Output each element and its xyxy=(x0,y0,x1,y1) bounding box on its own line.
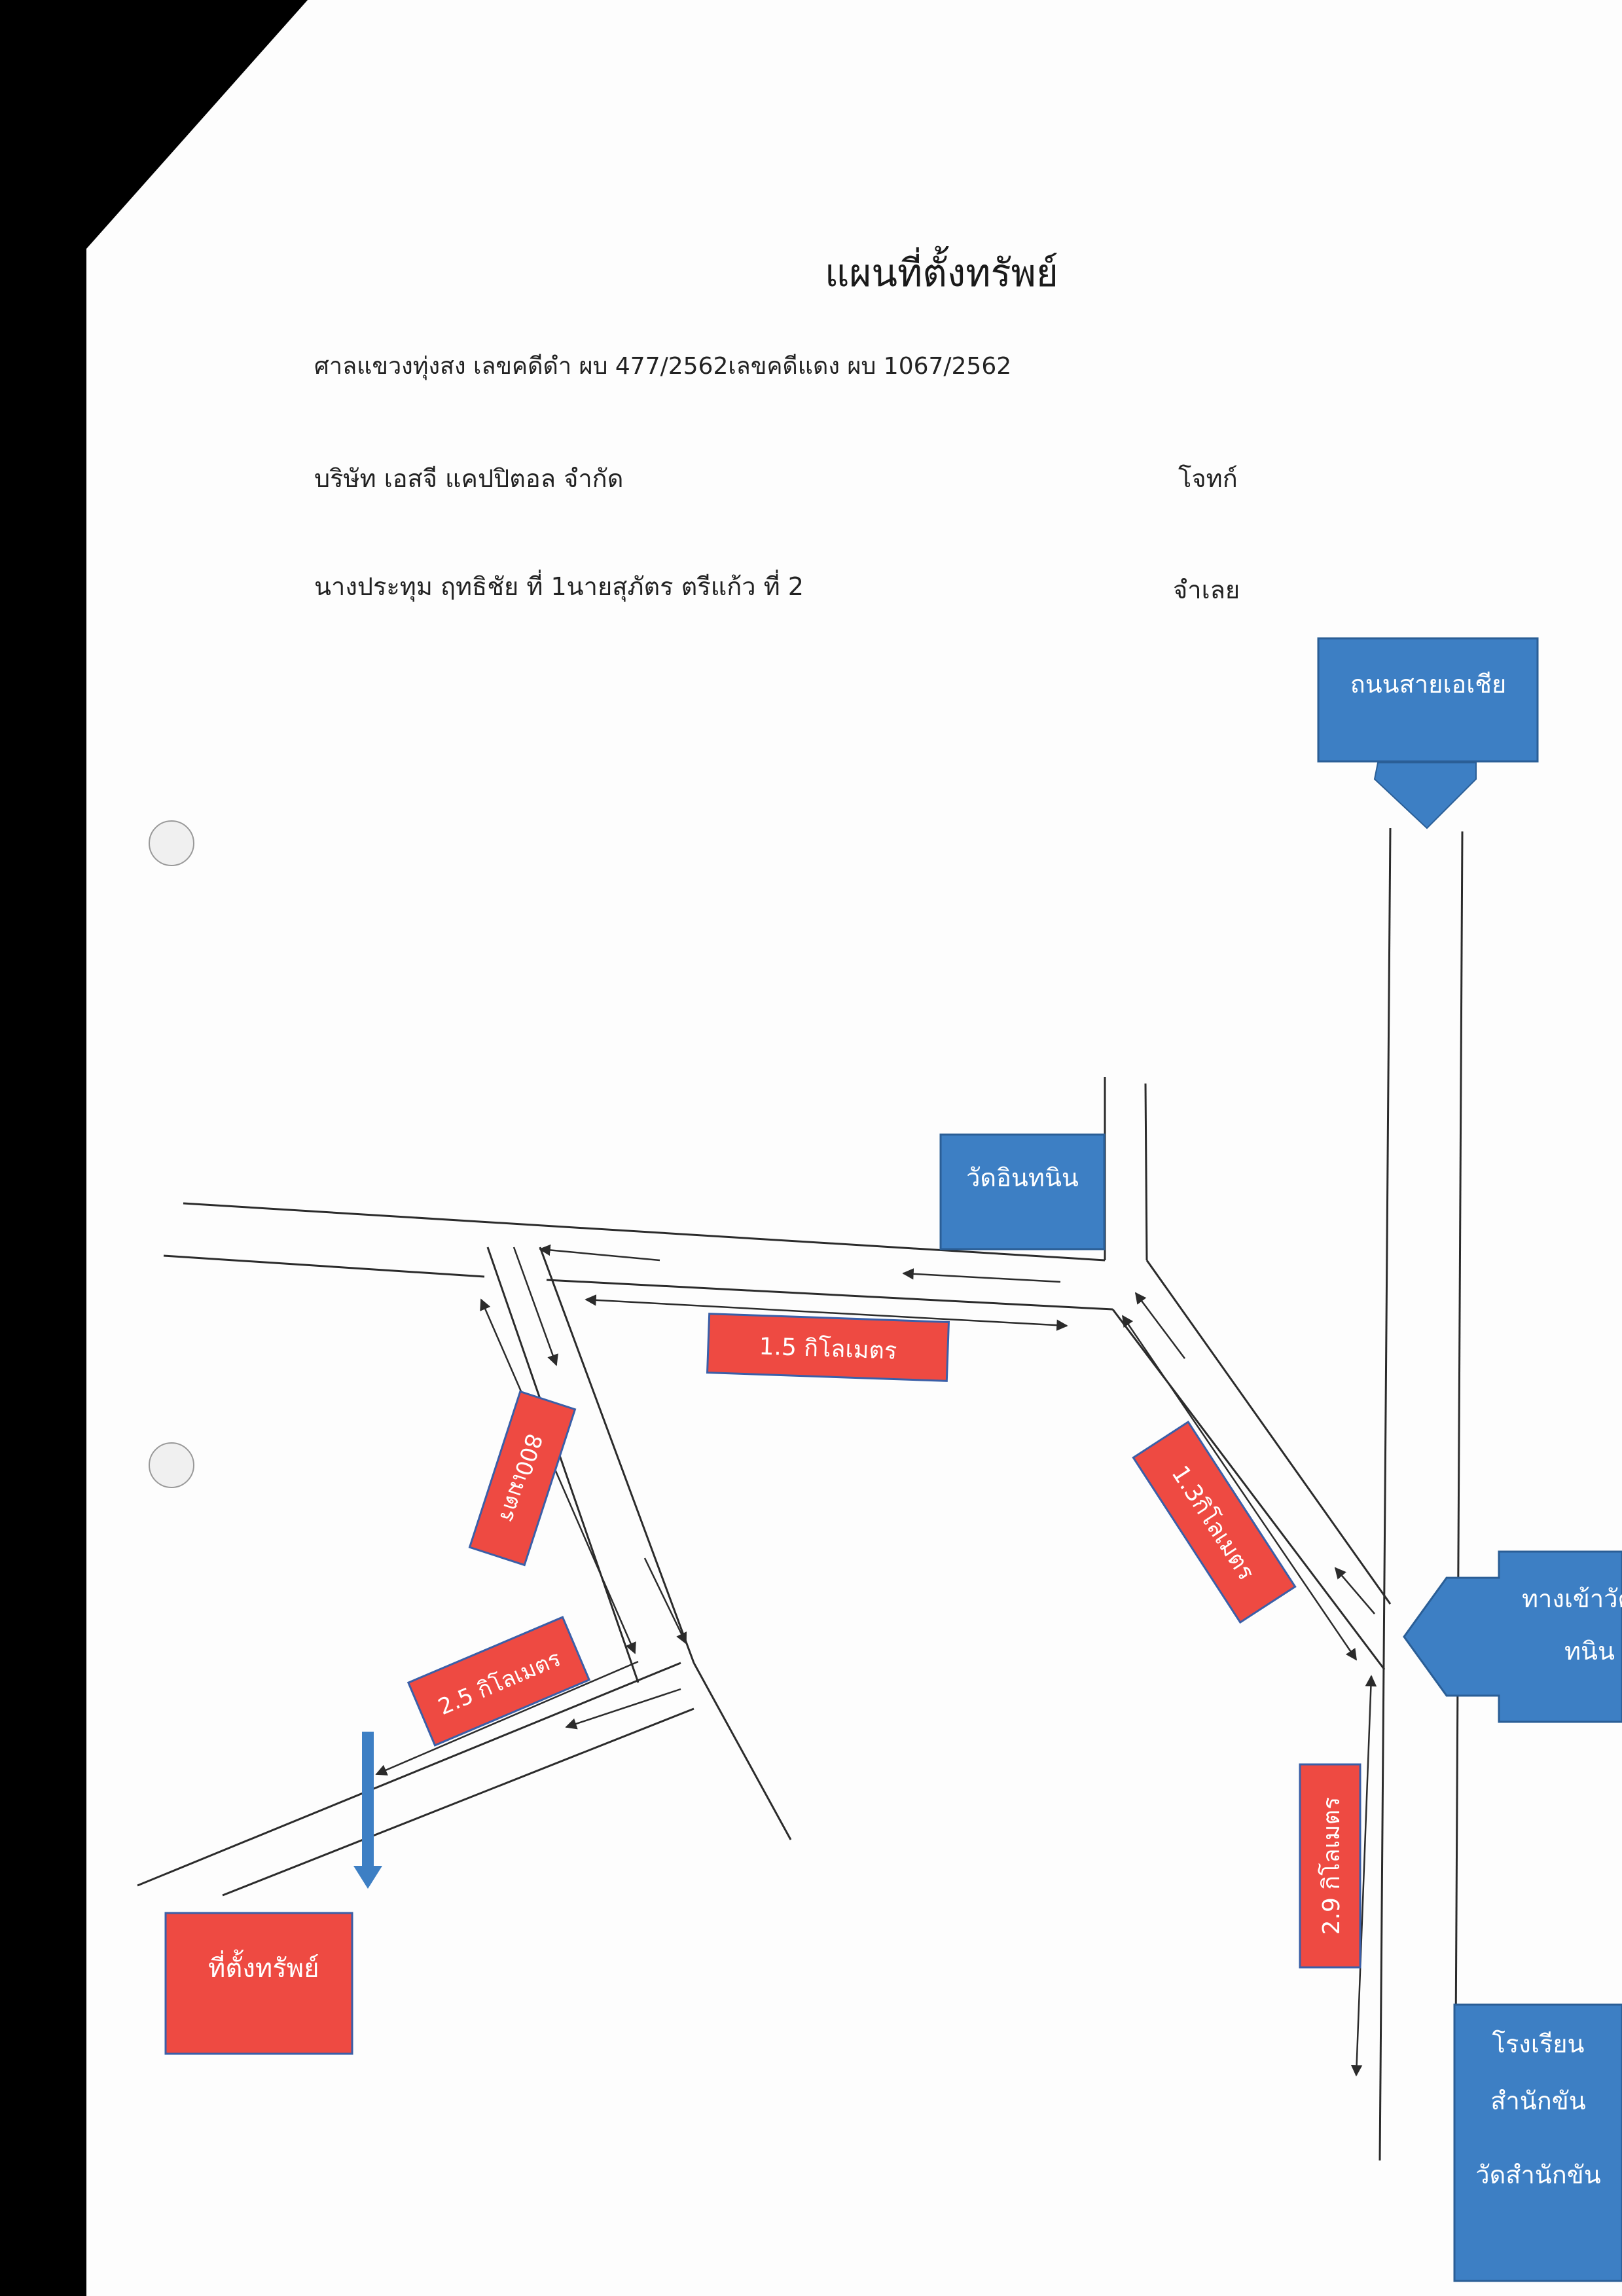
direction-arrows xyxy=(375,1244,1377,2077)
entrance-marker: ทางเข้าวัด ทนิน xyxy=(1403,1550,1622,1723)
distance-label-800m: 800เมตร xyxy=(468,1390,577,1567)
plaintiff-name: บริษัท เอสจี แคปปิตอล จำกัด xyxy=(314,464,624,493)
property-road-upper xyxy=(137,1662,681,1887)
wat-in-thanin-label: วัดอินทนิน xyxy=(966,1163,1079,1192)
school-label-line1: โรงเรียน xyxy=(1492,2030,1584,2058)
court-case-line: ศาลแขวงทุ่งสง เลขคดีดำ ผบ 477/2562เลขคดี… xyxy=(314,353,1012,380)
defendant-names: นางประทุม ฤทธิชัย ที่ 1นายสุภัตร ตรีแก้ว… xyxy=(314,572,804,601)
page-title: แผนที่ตั้งทรัพย์ xyxy=(825,251,1058,295)
entrance-label-line2: ทนิน xyxy=(1564,1637,1615,1666)
arrow-distance-2-5km xyxy=(375,1660,639,1776)
arrow-diagonal-top xyxy=(1134,1292,1185,1359)
property-location-marker: ที่ตั้งทรัพย์ xyxy=(164,1912,353,2055)
lower-road-east xyxy=(693,1662,792,1840)
distance-text-2-9km: 2.9 กิโลเมตร xyxy=(1318,1797,1345,1935)
property-road-lower xyxy=(222,1707,694,1897)
main-road-top-edge xyxy=(183,1202,1106,1262)
plaintiff-role: โจทก์ xyxy=(1178,464,1238,493)
arrow-west-top xyxy=(539,1244,660,1262)
arrow-distance-1-3km xyxy=(1121,1315,1358,1661)
defendant-role: จำเลย xyxy=(1173,575,1240,604)
entrance-label-line1: ทางเข้าวัด xyxy=(1522,1584,1622,1613)
arrow-lower-road-west xyxy=(565,1688,681,1730)
distance-label-2-5km: 2.5 กิโลเมตร xyxy=(406,1616,591,1747)
distance-label-1-5km: 1.5 กิโลเมตร xyxy=(706,1313,950,1382)
left-road-east-edge xyxy=(539,1247,695,1664)
wat-samnak-khan-label: วัดสำนักขัน xyxy=(1475,2160,1601,2189)
property-pointer-arrow xyxy=(353,1732,382,1889)
arrow-distance-1-5km xyxy=(585,1294,1068,1331)
arrow-left-road-down-2 xyxy=(643,1558,687,1645)
school-temple-marker: โรงเรียน สำนักขัน วัดสำนักขัน xyxy=(1453,2003,1622,2282)
arrow-near-entrance xyxy=(1334,1567,1375,1614)
arrow-west-top-2 xyxy=(902,1268,1061,1283)
wat-stub-right xyxy=(1144,1083,1148,1261)
school-label-line2: สำนักขัน xyxy=(1490,2086,1585,2115)
arrow-distance-2-9km xyxy=(1350,1675,1377,2077)
arrow-left-road-down xyxy=(513,1247,558,1366)
asia-highway-label: ถนนสายเอเชีย xyxy=(1350,670,1507,699)
main-road-bottom-edge-2 xyxy=(546,1279,1113,1311)
distance-label-2-9km: 2.9 กิโลเมตร xyxy=(1299,1763,1361,1969)
asia-highway-road-left-edge xyxy=(1379,828,1392,2161)
main-road-bottom-edge xyxy=(163,1254,485,1278)
asia-highway-marker: ถนนสายเอเชีย xyxy=(1317,637,1539,829)
arrow-distance-800m xyxy=(480,1298,636,1654)
property-location-label: ที่ตั้งทรัพย์ xyxy=(208,1949,319,1984)
distance-text-1-5km: 1.5 กิโลเมตร xyxy=(759,1332,897,1364)
wat-in-thanin-marker: วัดอินทนิน xyxy=(939,1133,1106,1250)
